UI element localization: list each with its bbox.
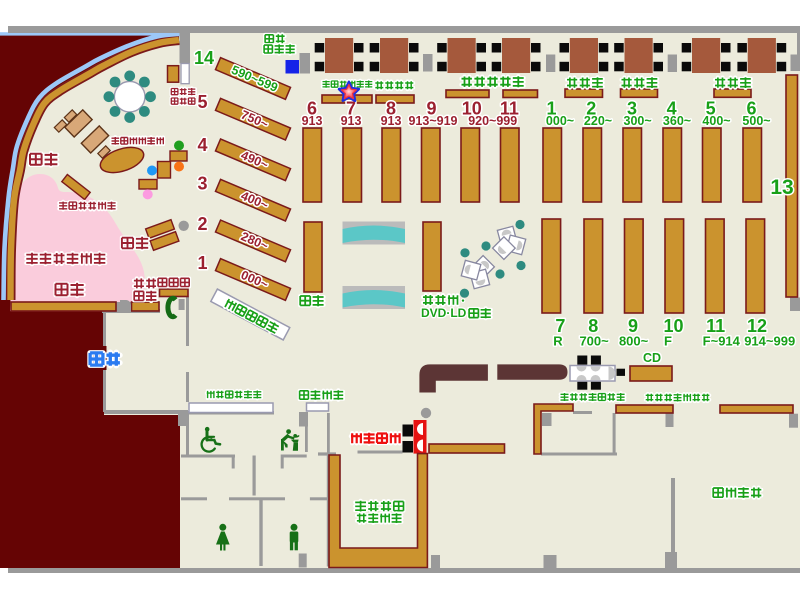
svg-text:13: 13 [770,176,793,199]
svg-text:913: 913 [302,114,323,128]
svg-text:913: 913 [381,114,402,128]
svg-text:8: 8 [588,316,598,336]
svg-text:10: 10 [462,99,482,119]
svg-text:913: 913 [341,114,362,128]
svg-text:4: 4 [197,135,207,155]
svg-text:4: 4 [667,99,677,119]
svg-text:913~919: 913~919 [408,114,457,128]
svg-text:914~999: 914~999 [744,334,795,349]
svg-text:5: 5 [706,99,716,119]
svg-text:3: 3 [627,99,637,119]
svg-text:920~999: 920~999 [468,114,517,128]
svg-text:700~: 700~ [579,334,609,349]
svg-text:500~: 500~ [742,114,770,128]
svg-text:1: 1 [197,253,207,273]
svg-text:F: F [664,334,672,349]
svg-text:220~: 220~ [584,114,612,128]
svg-text:000~: 000~ [546,114,574,128]
svg-text:9: 9 [426,99,436,119]
svg-text:2: 2 [197,214,207,234]
svg-text:7: 7 [555,316,565,336]
svg-text:F~914: F~914 [703,334,741,349]
svg-text:R: R [553,334,563,349]
svg-text:CD: CD [643,351,661,365]
svg-text:360~: 360~ [663,114,691,128]
svg-text:DVD·LD·: DVD·LD· [421,306,470,320]
svg-text:11: 11 [706,316,725,336]
svg-text:14: 14 [194,48,214,68]
svg-text:9: 9 [628,316,638,336]
svg-text:3: 3 [197,174,207,194]
svg-text:12: 12 [747,316,767,336]
svg-text:300~: 300~ [624,114,652,128]
svg-text:7: 7 [346,99,356,119]
svg-text:6: 6 [307,99,317,119]
svg-text:800~: 800~ [619,334,649,349]
svg-text:400~: 400~ [702,114,730,128]
svg-text:11: 11 [500,99,519,119]
svg-text:8: 8 [386,99,396,119]
svg-text:6: 6 [746,99,756,119]
svg-text:5: 5 [197,92,207,112]
svg-text:2: 2 [586,99,596,119]
svg-text:1: 1 [546,99,556,119]
svg-text:10: 10 [663,316,683,336]
